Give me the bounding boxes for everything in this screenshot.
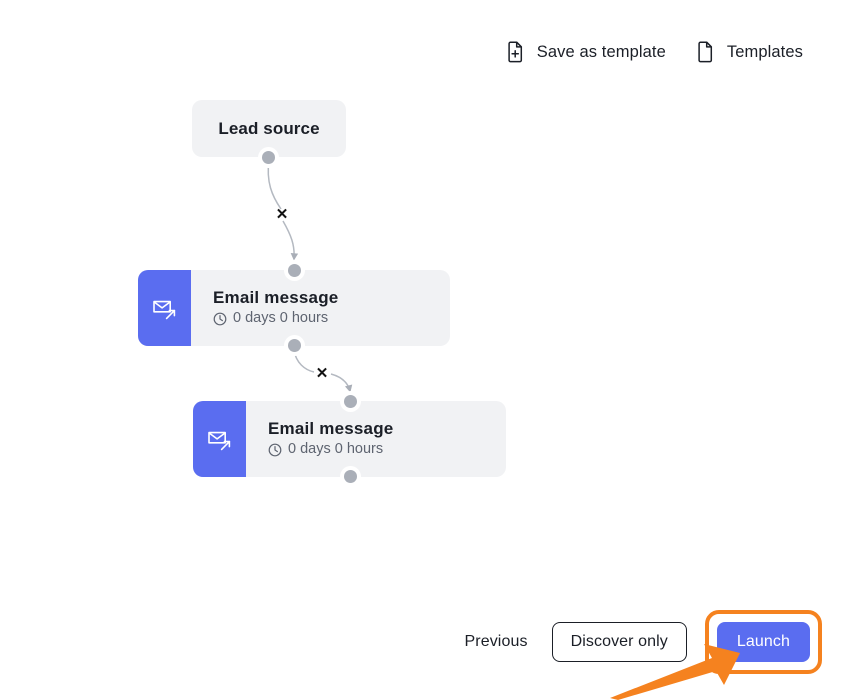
discover-only-button[interactable]: Discover only	[551, 622, 687, 662]
flow-node-title: Email message	[268, 419, 394, 439]
edge-delete-button[interactable]: ✕	[315, 364, 329, 382]
flow-node-email-message-1[interactable]: Email message 0 days 0 hours	[138, 270, 450, 346]
document-plus-icon	[506, 41, 526, 63]
flow-node-title: Email message	[213, 288, 339, 308]
clock-icon	[213, 312, 227, 326]
edge-delete-button[interactable]: ✕	[275, 205, 289, 223]
launch-button[interactable]: Launch	[716, 622, 810, 662]
flow-node-delay: 0 days 0 hours	[268, 440, 506, 458]
flow-node-body: Email message 0 days 0 hours	[246, 401, 506, 477]
node-handle-input-email-2[interactable]	[344, 395, 357, 408]
templates-label: Templates	[726, 42, 803, 61]
email-send-icon	[193, 401, 246, 477]
flow-node-email-message-2[interactable]: Email message 0 days 0 hours	[193, 401, 506, 477]
flow-node-lead-source[interactable]: Lead source	[192, 100, 346, 157]
top-toolbar: Save as template Templates	[506, 41, 803, 63]
flow-node-delay: 0 days 0 hours	[213, 309, 450, 327]
document-icon	[696, 41, 716, 63]
flow-node-delay-label: 0 days 0 hours	[288, 440, 384, 457]
save-as-template-button[interactable]: Save as template	[506, 41, 666, 63]
node-handle-output-email-1[interactable]	[288, 339, 301, 352]
email-send-icon	[138, 270, 191, 346]
footer-actions: Previous Discover only Launch	[0, 610, 867, 674]
templates-button[interactable]: Templates	[696, 41, 803, 63]
save-as-template-label: Save as template	[536, 42, 666, 61]
flow-node-delay-label: 0 days 0 hours	[233, 309, 329, 326]
flow-node-title: Lead source	[218, 118, 320, 138]
clock-icon	[268, 443, 282, 457]
node-handle-input-email-1[interactable]	[288, 264, 301, 277]
node-handle-output-email-2[interactable]	[344, 470, 357, 483]
flow-node-body: Email message 0 days 0 hours	[191, 270, 450, 346]
node-handle-output-lead-source[interactable]	[262, 151, 275, 164]
launch-button-highlight: Launch	[704, 610, 822, 674]
previous-button[interactable]: Previous	[459, 633, 534, 651]
